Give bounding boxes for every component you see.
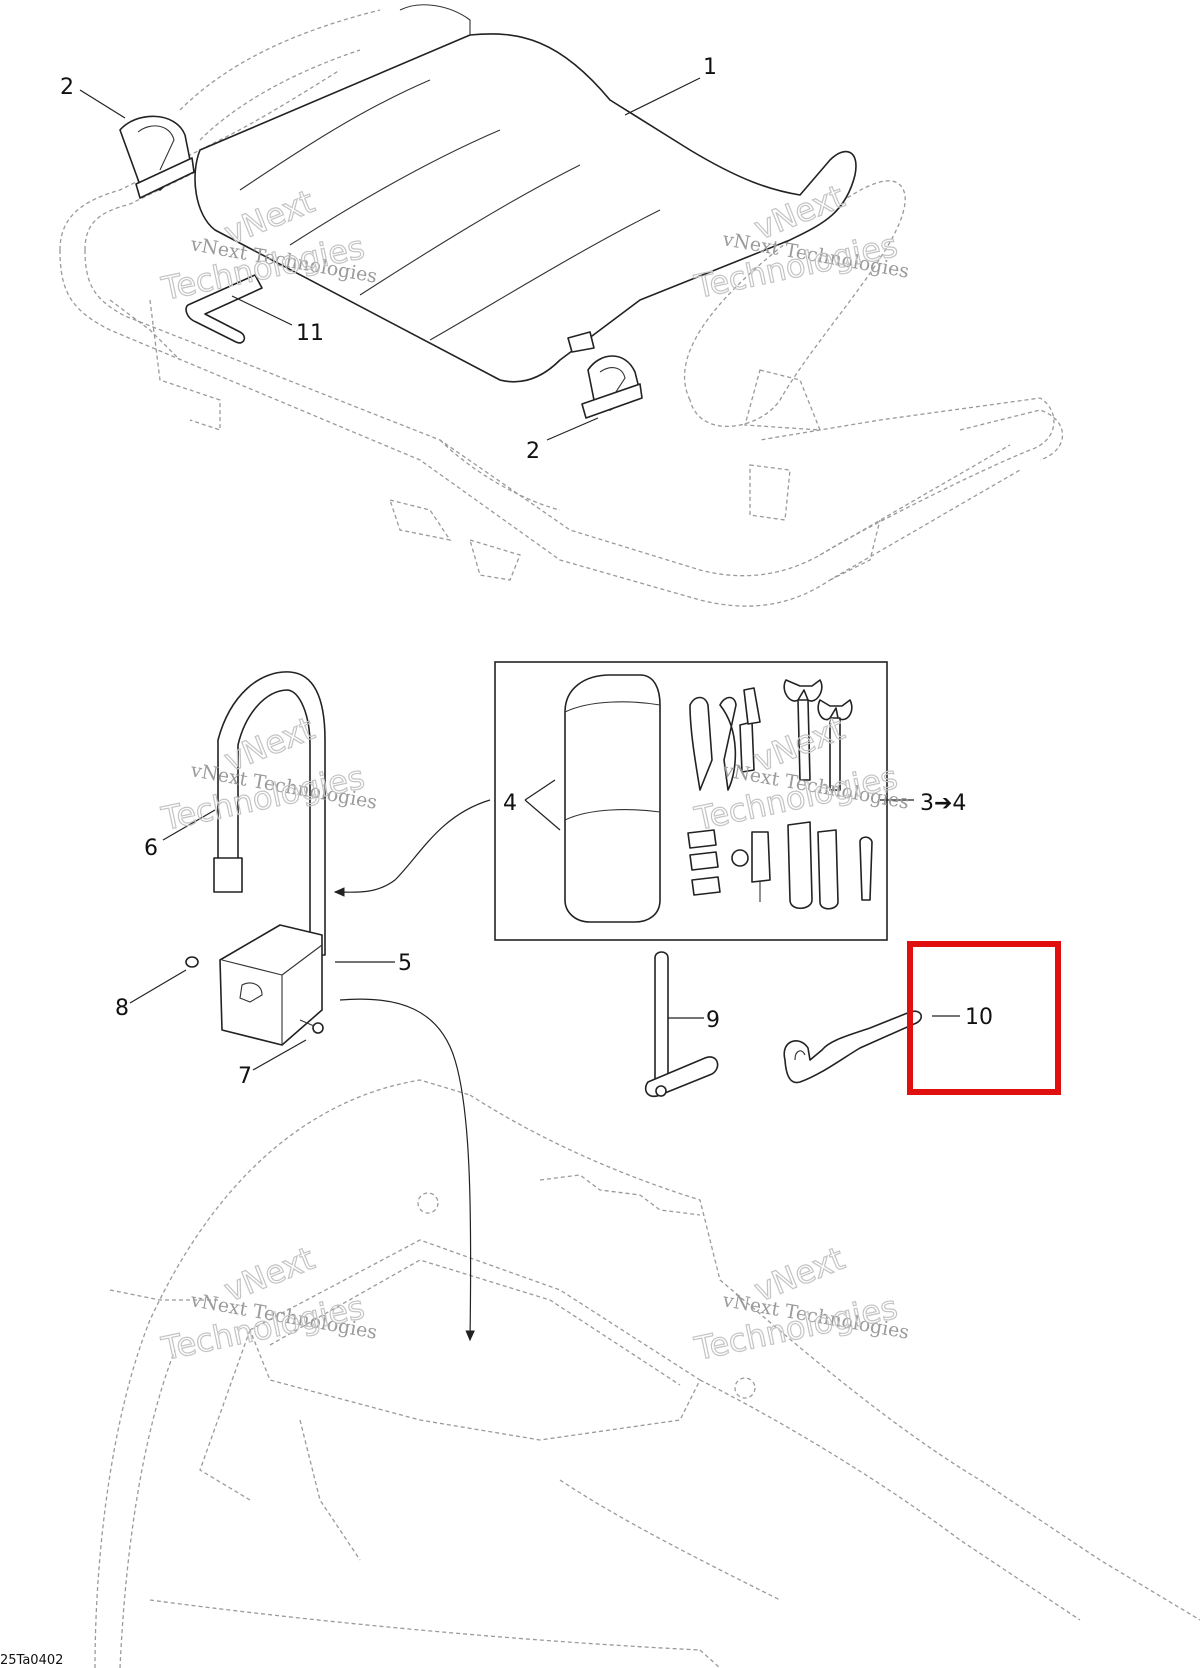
washer-part-8 [185, 956, 199, 968]
holder-part-5 [219, 924, 323, 1046]
hook-part-2-right [581, 355, 643, 419]
screw-part-7 [299, 1019, 324, 1034]
tool-kit-panel [494, 661, 888, 941]
watermark-mid-left: vNext vNext Technologies Technologies [157, 709, 379, 839]
callout-10: 10 [965, 1005, 993, 1030]
callout-2-bottom: 2 [526, 439, 540, 464]
callout-6: 6 [144, 836, 158, 861]
spanner-wrench-part-10 [783, 1010, 922, 1084]
part-10-highlight-box[interactable] [907, 941, 1061, 1095]
callout-7: 7 [238, 1064, 252, 1089]
callout-2-top: 2 [60, 75, 74, 100]
callout-11: 11 [296, 321, 324, 346]
vehicle-body-outline [94, 1079, 1200, 1668]
tool-part-9 [644, 951, 719, 1098]
callout-3-to-4: 3➔4 [920, 791, 966, 816]
drawing-code: 25Ta0402 [0, 1653, 63, 1668]
callout-9: 9 [706, 1008, 720, 1033]
leader-lines [79, 77, 960, 1342]
watermark-big-bottom: Technologies [158, 758, 368, 838]
callout-4: 4 [503, 791, 517, 816]
callout-1: 1 [703, 55, 717, 80]
allen-key-part-11 [185, 274, 263, 344]
hook-part-2-left [119, 115, 195, 199]
watermark-bottom-left: vNext vNext Technologies Technologies [157, 1239, 379, 1369]
callout-8: 8 [115, 996, 129, 1021]
callout-5: 5 [398, 951, 412, 976]
callout-labels: 1 2 11 2 4 3➔4 6 5 8 7 9 10 [60, 55, 993, 1089]
seat-part-1 [194, 4, 857, 383]
vehicle-frame-outline [59, 9, 1064, 607]
